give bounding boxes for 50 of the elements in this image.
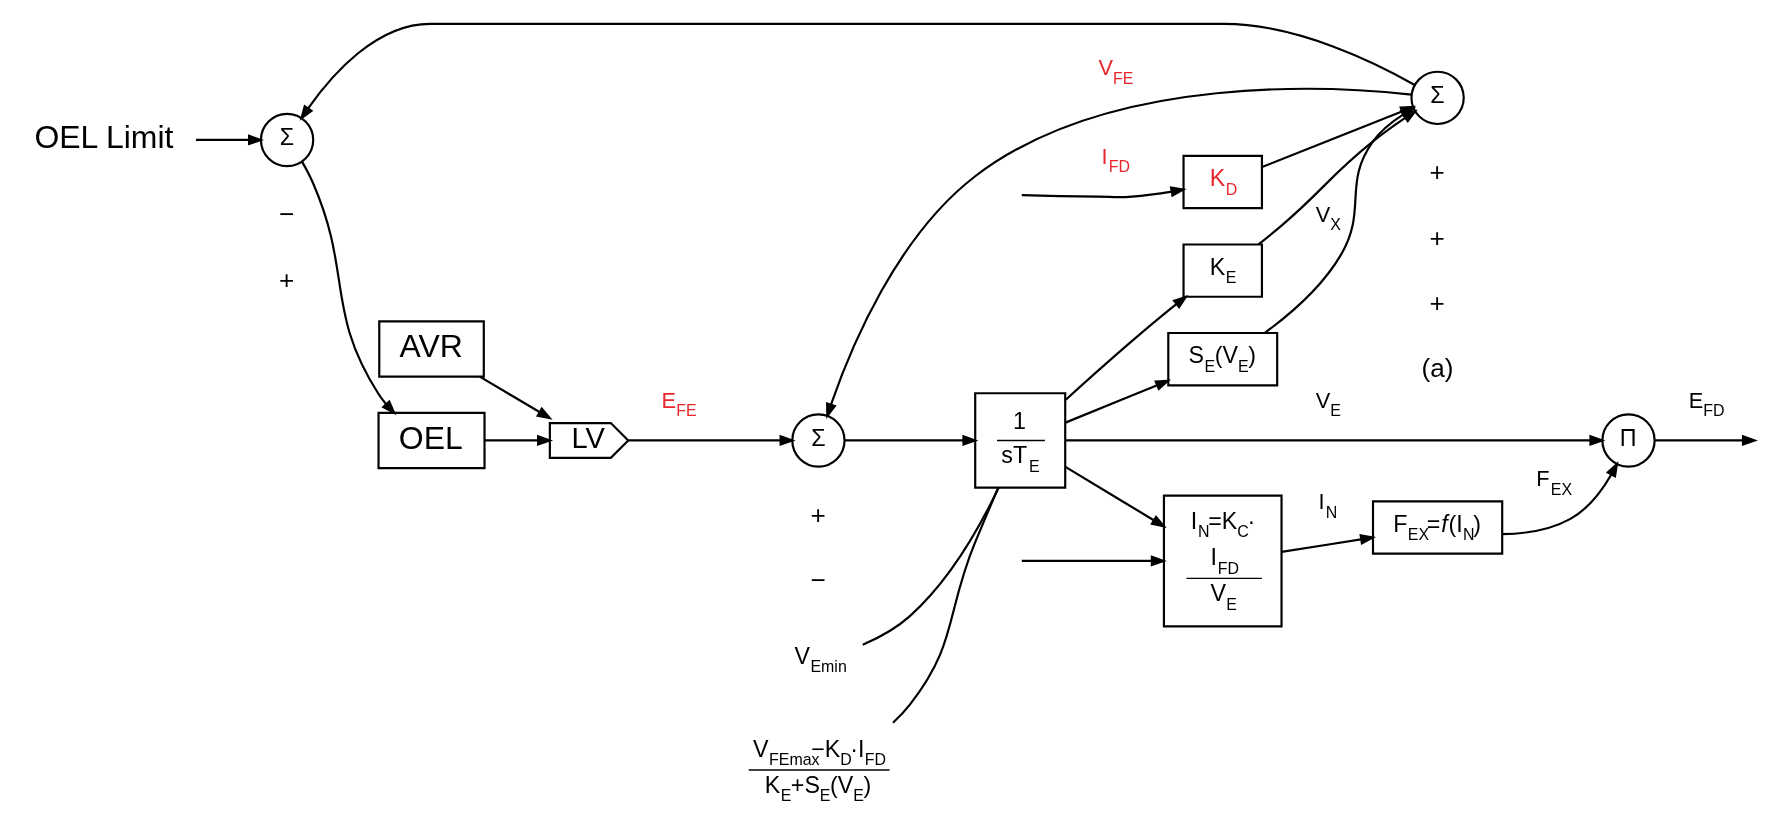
arrow xyxy=(1281,533,1377,553)
label: − xyxy=(279,198,295,229)
edge-label: V$_{E}$ xyxy=(1315,387,1341,419)
node-label: K$_{E}$+S$_{E}$(V$_{E}$) xyxy=(764,771,872,804)
edge-label: I$_{N}$ xyxy=(1318,488,1338,521)
node-text: OEL Limit xyxy=(34,118,174,155)
arrow xyxy=(1021,185,1187,198)
connector xyxy=(862,486,1000,646)
node-circle: Σ xyxy=(791,412,846,468)
arrow xyxy=(479,375,553,420)
arrow xyxy=(301,160,397,415)
arrow xyxy=(1502,460,1619,535)
arrow xyxy=(1655,434,1758,446)
node-box: K$_{D}$ xyxy=(1182,154,1263,209)
label: + xyxy=(1429,287,1445,318)
node-box: F$_{EX}$=f(I$_{N}$) xyxy=(1371,499,1504,555)
arrow xyxy=(196,133,264,146)
edge-label: F$_{EX}$ xyxy=(1536,465,1573,498)
edge-label: E$_{FD}$ xyxy=(1688,387,1725,419)
label: − xyxy=(810,564,826,595)
node-box: 1 sT$_{E}$ xyxy=(974,391,1067,489)
connector xyxy=(892,487,1000,724)
arrow xyxy=(1065,434,1606,446)
arrow xyxy=(844,434,979,446)
node-text: V$_{Emin}$ xyxy=(794,642,847,675)
arrow xyxy=(628,434,796,446)
edge-label: E$_{FE}$ xyxy=(661,387,697,419)
node-label: V$_{FEmax}$−K$_{D}$·I$_{FD}$ xyxy=(753,735,887,768)
arrow xyxy=(1065,379,1172,424)
arrow xyxy=(826,87,1412,419)
node-box: S$_{E}$(V$_{E}$) xyxy=(1167,331,1279,386)
arrow xyxy=(1021,554,1167,567)
label: + xyxy=(810,499,826,530)
edge-label: I$_{FD}$ xyxy=(1101,143,1131,175)
label: + xyxy=(1429,156,1445,187)
node-circle: Π xyxy=(1601,412,1656,468)
label: + xyxy=(1429,222,1445,253)
node-box: OEL xyxy=(377,411,486,469)
arrow xyxy=(484,434,554,446)
node-circle: Σ xyxy=(1410,70,1465,125)
label: + xyxy=(279,264,295,295)
node-circle: Σ xyxy=(259,112,315,167)
edge-label: V$_{FE}$ xyxy=(1098,54,1134,87)
node-box: AVR xyxy=(378,319,485,378)
label: (a) xyxy=(1421,352,1454,383)
arrow xyxy=(1064,465,1167,528)
node-box: K$_{E}$ xyxy=(1182,242,1263,298)
arrow xyxy=(1065,294,1189,401)
node-box: I$_{N}$=K$_{C}$· I$_{FD}$ V$_{E}$ xyxy=(1162,494,1283,627)
edge-label: V$_{X}$ xyxy=(1315,201,1341,233)
